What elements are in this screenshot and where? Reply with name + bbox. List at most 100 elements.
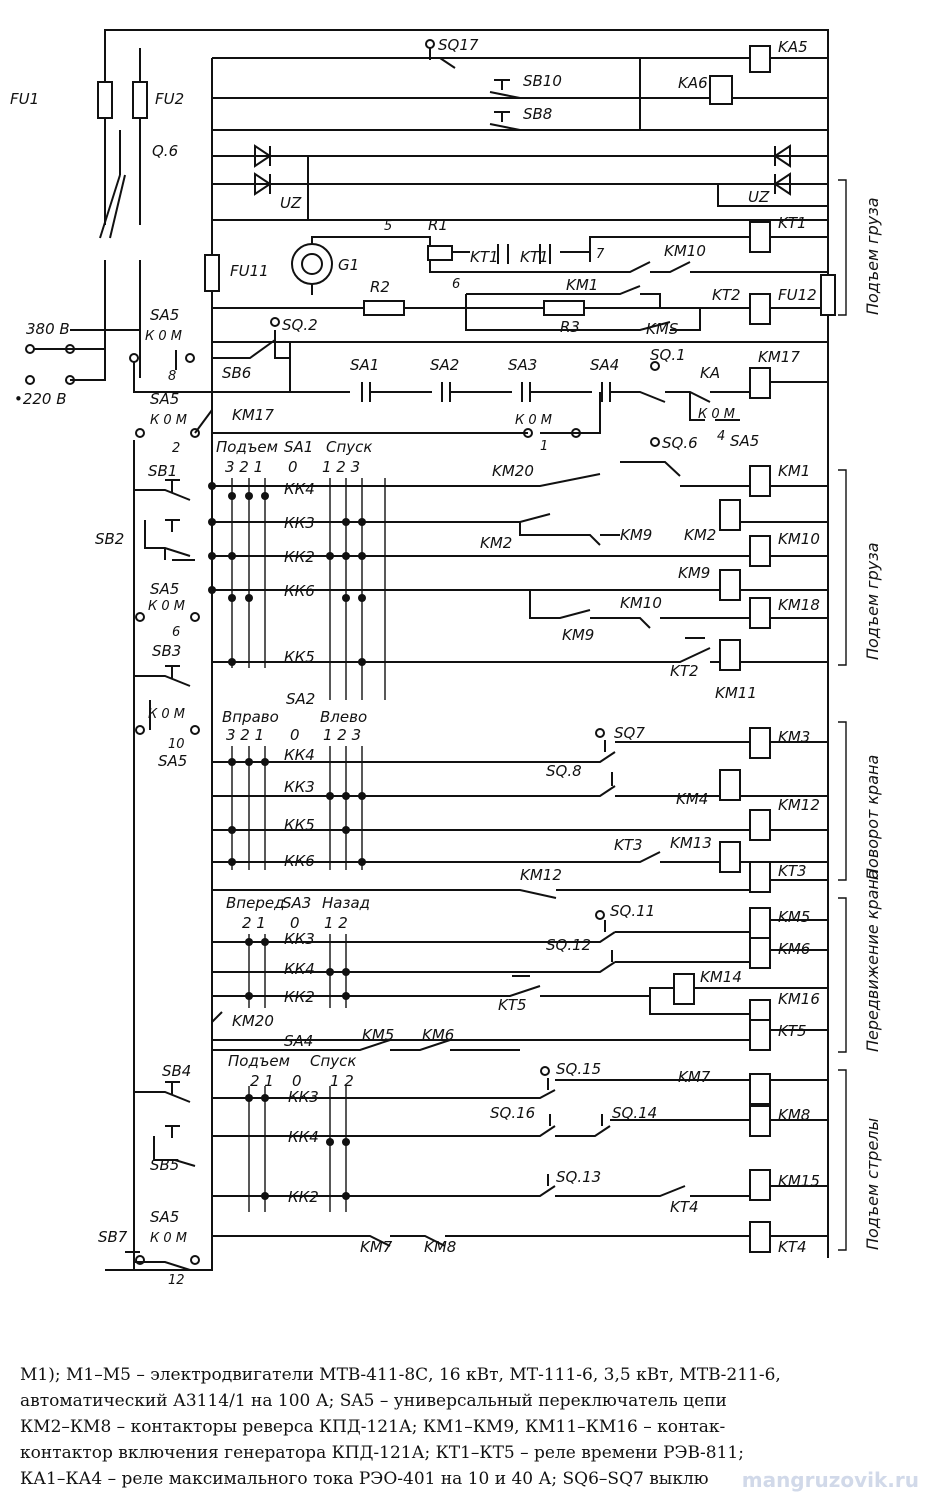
label-node-5: 5 xyxy=(384,219,392,234)
label-g1: G1 xyxy=(338,256,359,274)
label-sa3-contact: SA3 xyxy=(508,356,537,374)
label-uz-right: UZ xyxy=(748,188,770,206)
label-kom-a: К 0 М xyxy=(145,329,182,344)
label-sa3: SA3 xyxy=(282,894,311,912)
label-kk6-a: КК6 xyxy=(284,582,315,600)
label-sa1-contact: SA1 xyxy=(350,356,379,374)
label-kk5-a: КК5 xyxy=(284,648,315,666)
label-sb5: SB5 xyxy=(150,1156,179,1174)
label-km17-contact: KM17 xyxy=(232,406,274,424)
label-kk5-b: КК5 xyxy=(284,816,315,834)
label-n10: 10 xyxy=(168,737,185,752)
label-r3: R3 xyxy=(560,318,580,336)
label-sb3: SB3 xyxy=(152,642,181,660)
label-km15: KM15 xyxy=(778,1172,820,1190)
label-km11: KM11 xyxy=(715,684,757,702)
interlock-chain xyxy=(129,317,828,421)
label-kt4: KT4 xyxy=(778,1238,807,1256)
label-sa5-a: SA5 xyxy=(150,306,179,324)
label-sq2: SQ.2 xyxy=(282,316,318,334)
watermark: mangruzovik.ru xyxy=(741,1468,919,1492)
label-lift: Подъем xyxy=(216,438,278,456)
label-sq15: SQ.15 xyxy=(556,1060,601,1078)
label-km13: KM13 xyxy=(670,834,712,852)
label-kk3-b: КК3 xyxy=(284,778,315,796)
crane-control-schematic: FU1 FU2 Q.6 380 В •220 В SQ17 KA5 SB10 S… xyxy=(10,29,882,1288)
left-buttons-hoist xyxy=(134,479,200,735)
input-terminals xyxy=(25,344,105,385)
fuse-fu1 xyxy=(97,81,113,119)
label-sq1: SQ.1 xyxy=(650,346,686,364)
label-km20-contact: KM20 xyxy=(232,1012,274,1030)
label-sa4-12: 1 2 xyxy=(330,1072,354,1090)
label-sb8: SB8 xyxy=(523,105,552,123)
label-fu12: FU12 xyxy=(778,286,817,304)
label-fu2: FU2 xyxy=(155,90,184,108)
label-sq17: SQ17 xyxy=(438,36,479,54)
label-km6: KM6 xyxy=(778,940,810,958)
label-kt4-contact: KT4 xyxy=(670,1198,699,1216)
label-km8-contact: KM8 xyxy=(424,1238,456,1256)
label-sq11: SQ.11 xyxy=(610,902,655,920)
label-kom-g: К 0 М xyxy=(150,1231,187,1246)
diode-bridge-left xyxy=(211,144,309,220)
label-kk6-b: КК6 xyxy=(284,852,315,870)
label-km10-contact-b: KM10 xyxy=(620,594,662,612)
label-km4: KM4 xyxy=(676,790,708,808)
label-ka: KA xyxy=(700,364,720,382)
rotate-dots xyxy=(228,758,366,866)
sa5-row-2 xyxy=(135,392,601,438)
label-r2: R2 xyxy=(370,278,390,296)
figure-caption: М1); М1–М5 – электродвигатели МТВ-411-8С… xyxy=(20,1362,920,1492)
label-sa5-f: SA5 xyxy=(150,1208,179,1226)
label-kk3-a: КК3 xyxy=(284,514,315,532)
rotate-rows xyxy=(212,727,828,899)
label-sq14: SQ.14 xyxy=(612,1104,657,1122)
label-kom-e: К 0 М xyxy=(148,599,185,614)
caption-line: КА1–КА4 – реле максимального тока РЭО-40… xyxy=(20,1469,709,1489)
label-fwd: Вперед xyxy=(226,894,284,912)
label-sb2: SB2 xyxy=(95,530,124,548)
caption-line: М1); М1–М5 – электродвигатели МТВ-411-8С… xyxy=(20,1365,781,1385)
label-km9: KM9 xyxy=(678,564,710,582)
label-km12: KM12 xyxy=(778,796,820,814)
label-kt5: KT5 xyxy=(778,1022,807,1040)
label-sa2-contact: SA2 xyxy=(430,356,459,374)
label-sa5-c: SA5 xyxy=(150,390,179,408)
label-n6: 6 xyxy=(172,625,180,640)
label-kt1-contact-a: KT1 xyxy=(470,248,499,266)
label-n4: 4 xyxy=(717,429,725,444)
label-km3: KM3 xyxy=(778,728,810,746)
label-kk3-c: КК3 xyxy=(284,930,315,948)
label-sa4: SA4 xyxy=(284,1032,313,1050)
label-km12-contact: KM12 xyxy=(520,866,562,884)
label-kms: KMS xyxy=(646,320,679,338)
label-ka6: KA6 xyxy=(678,74,708,92)
label-kom-b: К 0 М xyxy=(698,407,735,422)
label-kt2: KT2 xyxy=(712,286,741,304)
row-sb10-sb8-ka6 xyxy=(489,75,733,131)
label-left: Влево xyxy=(320,708,367,726)
label-kom-f: К 0 М xyxy=(148,707,185,722)
supply-rails xyxy=(70,29,829,1270)
label-n2: 2 xyxy=(172,441,180,456)
label-sa4-0: 0 xyxy=(292,1072,302,1090)
label-fu1: FU1 xyxy=(10,90,39,108)
label-sb6: SB6 xyxy=(222,364,251,382)
label-kk2-a: КК2 xyxy=(284,548,315,566)
label-km9-contact-b: KM9 xyxy=(562,626,594,644)
label-sa1-321: 3 2 1 xyxy=(225,458,263,476)
label-node-6: 6 xyxy=(452,277,460,292)
label-km2-contact: KM2 xyxy=(480,534,512,552)
label-ka5: KA5 xyxy=(778,38,808,56)
label-kt1: KT1 xyxy=(778,214,807,232)
label-km5: KM5 xyxy=(778,908,810,926)
label-km20: KM20 xyxy=(492,462,534,480)
label-km17: KM17 xyxy=(758,348,800,366)
section-travel: Передвижение крана xyxy=(863,869,882,1052)
label-sb7: SB7 xyxy=(98,1228,128,1246)
label-km7-contact: KM7 xyxy=(360,1238,393,1256)
generator-section xyxy=(204,221,836,331)
label-sb10: SB10 xyxy=(523,72,562,90)
label-220v: •220 В xyxy=(14,390,67,408)
